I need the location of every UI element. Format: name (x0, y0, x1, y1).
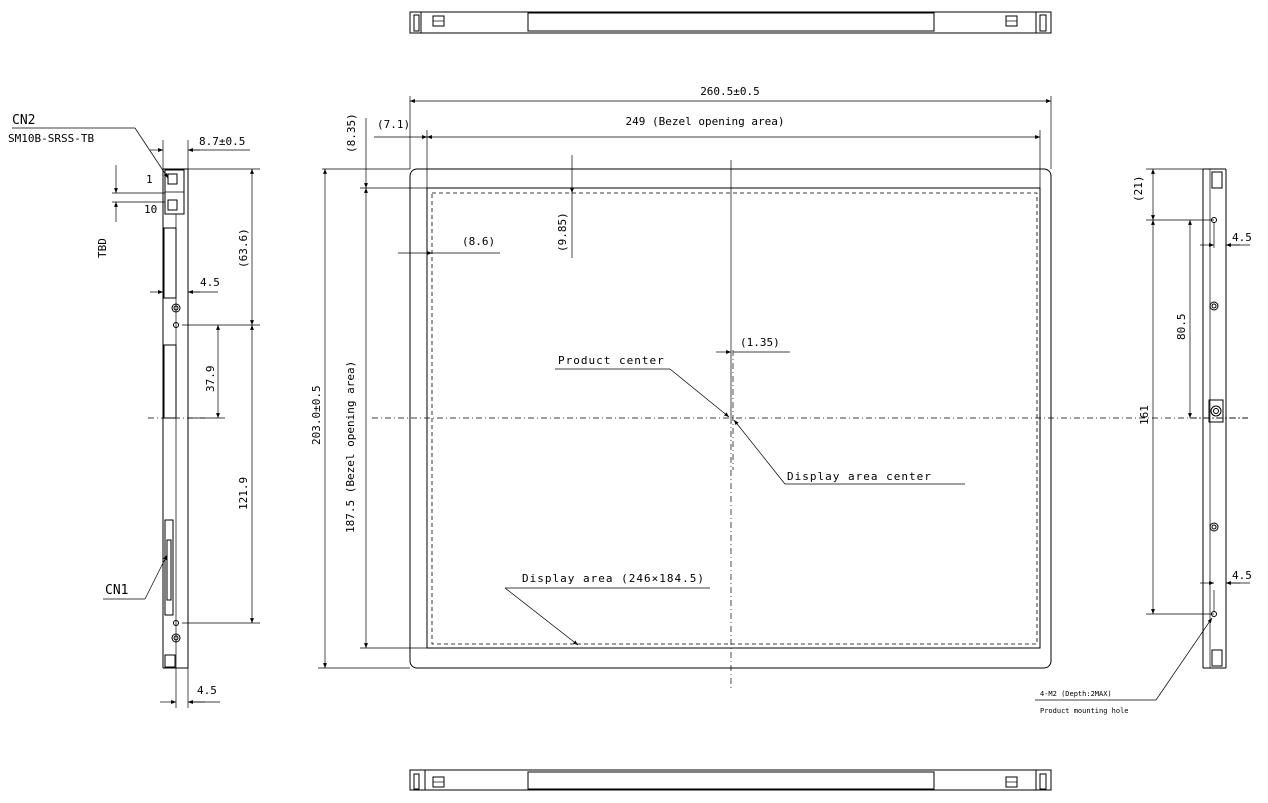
cn2-label: CN2 (12, 113, 35, 128)
bottom-side-view (409, 769, 1052, 791)
thickness-dim: 8.7±0.5 (199, 135, 245, 148)
display-area-label: Display area (246×184.5) (522, 572, 705, 585)
product-center-label: Product center (558, 354, 665, 367)
dim-121-9: 121.9 (237, 477, 250, 510)
dim-4-5-right-top: 4.5 (1232, 231, 1252, 244)
top-offset-dim: (8.35) (345, 113, 358, 153)
dim-21: (21) (1132, 176, 1145, 203)
pin1-label: 1 (146, 173, 153, 186)
left-side-view: CN2 SM10B-SRSS-TB 1 10 TBD 8.7±0.5 (63.6… (8, 113, 260, 708)
right-side-view: (21) 4.5 80.5 161 4.5 4-M2 (Depth:2MAX) … (1035, 168, 1252, 715)
mount-callout: 4-M2 (Depth:2MAX) (1040, 690, 1112, 698)
module-outline (409, 168, 1052, 669)
bezel-height-dim: 187.5 (Bezel opening area) (344, 361, 357, 533)
bezel-width-dim: 249 (Bezel opening area) (626, 115, 785, 128)
left-offset-dim: (7.1) (377, 118, 410, 131)
dim-4-5-left-bottom: 4.5 (197, 684, 217, 697)
dim-80-5: 80.5 (1175, 314, 1188, 341)
tbd-label: TBD (96, 238, 109, 258)
overall-height-dim: 203.0±0.5 (310, 385, 323, 445)
display-top-dim: (9.85) (556, 212, 569, 252)
cn2-part-label: SM10B-SRSS-TB (8, 132, 94, 145)
cn1-label: CN1 (105, 583, 128, 598)
cn1-connector (164, 519, 174, 616)
display-area-outline (431, 192, 1038, 645)
display-center-label: Display area center (787, 470, 932, 483)
mount-label: Product mounting hole (1040, 707, 1129, 715)
overall-width-dim: 260.5±0.5 (700, 85, 760, 98)
dim-4-5-left-top: 4.5 (200, 276, 220, 289)
front-view: 260.5±0.5 249 (Bezel opening area) (7.1)… (310, 85, 1248, 688)
pin10-label: 10 (144, 203, 157, 216)
dim-63-6: (63.6) (237, 228, 250, 268)
center-offset-dim: (1.35) (740, 336, 780, 349)
top-side-view (409, 11, 1052, 34)
dim-37-9: 37.9 (204, 366, 217, 393)
display-left-dim: (8.6) (462, 235, 495, 248)
dim-161: 161 (1138, 405, 1151, 425)
dim-4-5-right-bottom: 4.5 (1232, 569, 1252, 582)
